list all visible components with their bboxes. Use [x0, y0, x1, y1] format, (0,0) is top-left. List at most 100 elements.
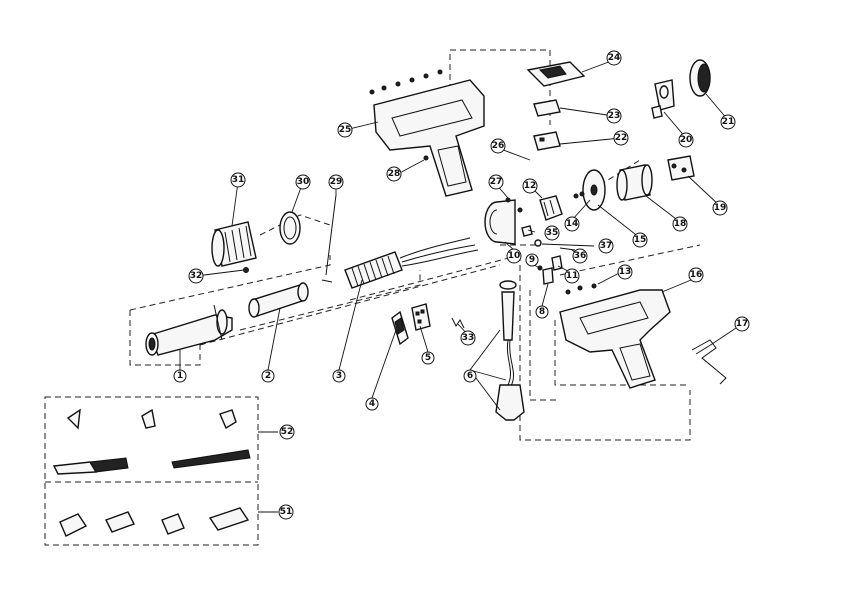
callout-51-label: 51	[280, 507, 293, 517]
callout-18-label: 18	[674, 219, 687, 229]
callout-11: 11	[564, 268, 580, 284]
callout-16-label: 16	[690, 270, 703, 280]
heating-element-coil	[344, 237, 479, 289]
callout-8-label: 8	[539, 307, 545, 317]
callout-3: 3	[332, 369, 346, 383]
callout-2-label: 2	[265, 371, 271, 381]
callout-1: 1	[173, 369, 187, 383]
sealing-ring	[279, 211, 301, 245]
housing-left-half	[369, 69, 485, 197]
callout-13: 13	[617, 264, 633, 280]
callout-37-label: 37	[600, 241, 613, 251]
callout-36-label: 36	[574, 251, 587, 261]
callout-25: 25	[337, 122, 353, 138]
callout-14-label: 14	[566, 219, 579, 229]
callout-25-label: 25	[339, 125, 352, 135]
callout-29-label: 29	[330, 177, 343, 187]
callout-32-label: 32	[190, 271, 203, 281]
fan-screws	[505, 197, 523, 213]
switch-lever	[391, 310, 409, 346]
barrel-outer-tube	[145, 304, 233, 356]
callout-9: 9	[525, 253, 539, 267]
callout-35: 35	[544, 225, 560, 241]
callout-10-label: 10	[508, 251, 521, 261]
callout-33-label: 33	[462, 333, 475, 343]
callout-27-label: 27	[490, 177, 503, 187]
callout-1-label: 1	[177, 371, 183, 381]
barrel-inner-tube	[248, 282, 309, 318]
callout-19-label: 19	[714, 203, 727, 213]
callout-24: 24	[606, 50, 622, 66]
callout-22: 22	[613, 130, 629, 146]
callout-28: 28	[386, 166, 402, 182]
control-circuit-board	[533, 131, 561, 151]
callout-11-label: 11	[566, 271, 579, 281]
callout-37: 37	[598, 238, 614, 254]
power-cord-assembly	[495, 280, 525, 421]
dial-bracket	[651, 79, 675, 119]
assembly-guide-lines	[129, 49, 701, 441]
callout-26-label: 26	[492, 141, 505, 151]
callout-16: 16	[688, 267, 704, 283]
fan-small-parts	[521, 225, 576, 251]
accessory-box-scrapers	[44, 396, 259, 546]
callout-30: 30	[295, 174, 311, 190]
callout-24-label: 24	[608, 53, 621, 63]
callout-31-label: 31	[232, 175, 245, 185]
top-cover-plate	[526, 61, 586, 87]
callout-5: 5	[421, 351, 435, 365]
callout-5-label: 5	[425, 353, 431, 363]
callout-6-label: 6	[467, 371, 473, 381]
callout-14: 14	[564, 216, 580, 232]
callout-20-label: 20	[680, 135, 693, 145]
callout-17-label: 17	[736, 319, 749, 329]
callout-30-label: 30	[297, 177, 310, 187]
motor	[616, 164, 653, 201]
switch-block	[411, 303, 431, 331]
cord-clamp-parts	[537, 255, 563, 285]
callout-18: 18	[672, 216, 688, 232]
callout-52-label: 52	[281, 427, 294, 437]
callout-21: 21	[720, 114, 736, 130]
display-board	[533, 99, 561, 117]
switch-spring	[451, 317, 465, 329]
callout-15-label: 15	[634, 235, 647, 245]
callout-4: 4	[365, 397, 379, 411]
callout-52: 52	[279, 424, 295, 440]
grille-screw	[243, 267, 249, 273]
air-grille-shroud	[211, 221, 257, 267]
callout-12: 12	[522, 178, 538, 194]
callout-10: 10	[506, 248, 522, 264]
callout-6: 6	[463, 369, 477, 383]
callout-17: 17	[734, 316, 750, 332]
callout-22-label: 22	[615, 133, 628, 143]
fan-blade-disc	[573, 169, 606, 211]
callout-20: 20	[678, 132, 694, 148]
brush-plate	[667, 155, 695, 181]
callout-35-label: 35	[546, 228, 559, 238]
stand-hook	[691, 339, 727, 385]
callout-4-label: 4	[369, 399, 375, 409]
accessory-box-nozzles	[59, 507, 250, 537]
callout-15: 15	[632, 232, 648, 248]
callout-12-label: 12	[524, 181, 537, 191]
callout-36: 36	[572, 248, 588, 264]
callout-33: 33	[460, 330, 476, 346]
callout-27: 27	[488, 174, 504, 190]
callout-31: 31	[230, 172, 246, 188]
housing-right-half	[559, 283, 671, 389]
callout-29: 29	[328, 174, 344, 190]
callout-2: 2	[261, 369, 275, 383]
callout-9-label: 9	[529, 255, 535, 265]
fan-impeller	[539, 195, 563, 221]
callout-21-label: 21	[722, 117, 735, 127]
callout-23-label: 23	[608, 111, 621, 121]
callout-26: 26	[490, 138, 506, 154]
fan-housing	[484, 199, 516, 245]
callout-28-label: 28	[388, 169, 401, 179]
callout-19: 19	[712, 200, 728, 216]
callout-32: 32	[188, 268, 204, 284]
callout-23: 23	[606, 108, 622, 124]
